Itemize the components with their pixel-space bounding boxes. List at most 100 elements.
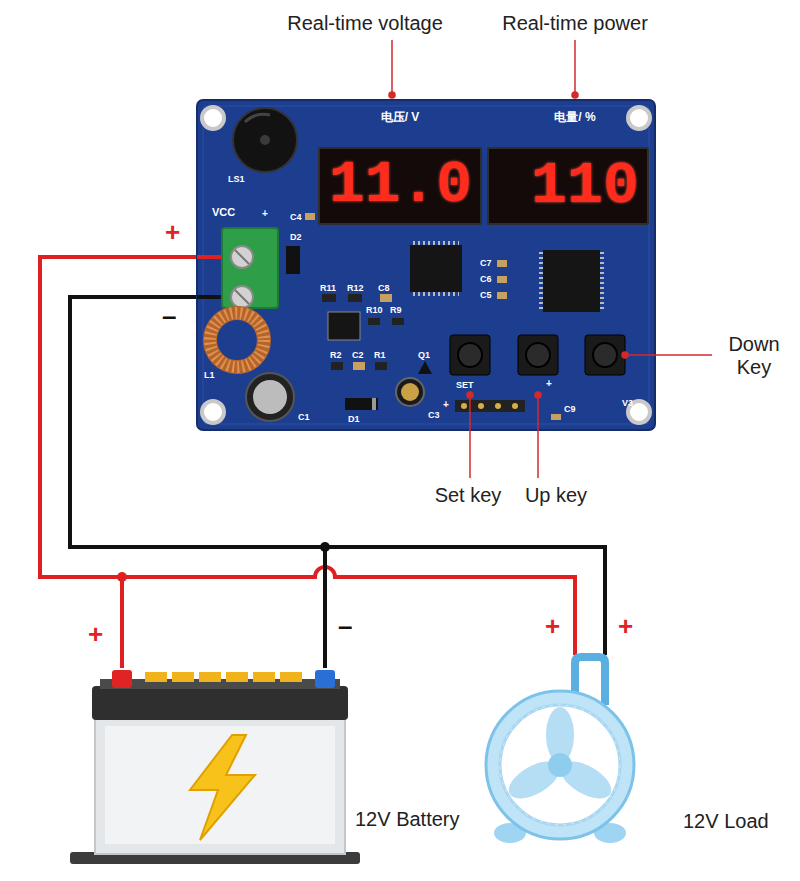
label-holder: C8 bbox=[378, 283, 390, 293]
mounting-hole bbox=[628, 107, 650, 129]
ic-chip bbox=[410, 245, 462, 292]
polarity-sign: + bbox=[165, 218, 180, 248]
component-ref: Q1 bbox=[418, 350, 430, 360]
load-node: 12V Load bbox=[480, 655, 790, 870]
label-holder: + bbox=[545, 612, 560, 642]
label-holder: + bbox=[262, 208, 268, 220]
component-ref: R1 bbox=[374, 350, 386, 360]
mounting-hole bbox=[202, 401, 224, 423]
ic-chip bbox=[413, 241, 459, 245]
battery-node: 12V Battery bbox=[65, 668, 485, 868]
pin-header bbox=[455, 400, 525, 412]
push-button bbox=[458, 343, 482, 367]
label-holder: R10 bbox=[366, 305, 383, 315]
buzzer bbox=[245, 114, 270, 122]
ic-chip bbox=[413, 292, 459, 296]
label-holder: C5 bbox=[480, 290, 492, 300]
label-holder: C3 bbox=[428, 410, 440, 420]
capacitor bbox=[396, 378, 424, 406]
smd-part bbox=[322, 294, 336, 302]
inductor bbox=[210, 313, 264, 367]
smd-part bbox=[331, 362, 343, 370]
display-caption: 电量/ % bbox=[554, 111, 595, 125]
label-holder: R2 bbox=[330, 350, 342, 360]
pin-header bbox=[461, 403, 467, 409]
label-holder: V3 bbox=[622, 398, 633, 408]
push-button bbox=[450, 335, 490, 375]
board-label: VCC bbox=[212, 206, 235, 219]
callout-label: Up key bbox=[525, 484, 587, 507]
polarity-sign: + bbox=[545, 612, 560, 642]
callout-label: Set key bbox=[435, 484, 502, 507]
component-ref: SET bbox=[456, 380, 474, 390]
component-ref: C9 bbox=[564, 404, 576, 414]
component-ref: C1 bbox=[298, 412, 310, 422]
buzzer bbox=[233, 108, 297, 172]
mounting-hole bbox=[202, 107, 650, 423]
terminal-block bbox=[231, 286, 253, 308]
fan bbox=[500, 705, 620, 825]
leader-line bbox=[389, 40, 578, 98]
smd-part bbox=[497, 276, 507, 283]
battery bbox=[190, 735, 255, 840]
label-holder: C6 bbox=[480, 274, 492, 284]
component-ref: R9 bbox=[390, 305, 402, 315]
display-caption: 电压/ V bbox=[381, 111, 420, 125]
label-holder: Down Key bbox=[722, 333, 786, 379]
component-ref: C8 bbox=[378, 283, 390, 293]
push-button bbox=[593, 343, 617, 367]
diode bbox=[345, 398, 378, 410]
fan bbox=[548, 753, 572, 777]
component-ref: C5 bbox=[480, 290, 492, 300]
leader-line bbox=[574, 40, 576, 95]
label-holder: + bbox=[618, 612, 633, 642]
smd-part bbox=[551, 414, 561, 420]
capacitor bbox=[246, 373, 294, 421]
text-holder: 12V Battery bbox=[355, 808, 460, 831]
diode bbox=[372, 398, 376, 410]
smd-part bbox=[497, 260, 507, 267]
label-holder: C4 bbox=[290, 212, 302, 222]
pcb-board bbox=[197, 100, 655, 430]
component-ref: C2 bbox=[352, 350, 364, 360]
pcb-module: VCC11.0110 bbox=[197, 100, 655, 430]
terminal-block bbox=[222, 228, 278, 308]
polarity-sign: + bbox=[88, 620, 103, 650]
smd-part bbox=[380, 294, 392, 302]
smd-part bbox=[305, 213, 315, 220]
label-holder: C2 bbox=[352, 350, 364, 360]
digit-readout: 11.0 bbox=[329, 156, 472, 216]
component-ref: C3 bbox=[428, 410, 440, 420]
smd-part bbox=[497, 292, 507, 299]
polarity-mark: + bbox=[443, 399, 449, 411]
battery bbox=[253, 672, 275, 682]
leader-line bbox=[389, 92, 395, 98]
ic-chip bbox=[539, 252, 543, 310]
ic-chip bbox=[328, 243, 602, 340]
label-holder: Real-time voltage bbox=[287, 12, 443, 35]
label-holder: LS1 bbox=[228, 174, 245, 184]
device-label: 12V Load bbox=[683, 810, 769, 833]
diode bbox=[345, 398, 378, 410]
leader-line bbox=[572, 92, 578, 98]
polarity-sign: + bbox=[618, 612, 633, 642]
battery bbox=[280, 672, 302, 682]
label-holder: + bbox=[546, 378, 552, 390]
push-button bbox=[585, 335, 625, 375]
fan bbox=[486, 691, 634, 839]
callout-label: Real-time voltage bbox=[287, 12, 443, 35]
pcb-board bbox=[203, 106, 649, 424]
pin-header bbox=[495, 403, 501, 409]
buzzer bbox=[233, 108, 297, 172]
junction-dot bbox=[320, 542, 330, 552]
label-holder: – bbox=[338, 612, 352, 642]
component-ref: R12 bbox=[347, 283, 364, 293]
battery bbox=[226, 672, 248, 682]
callout-label: Real-time power bbox=[502, 12, 648, 35]
ic-chip bbox=[543, 250, 600, 312]
leader-line bbox=[469, 395, 471, 478]
push-button bbox=[518, 335, 558, 375]
battery bbox=[105, 726, 335, 844]
